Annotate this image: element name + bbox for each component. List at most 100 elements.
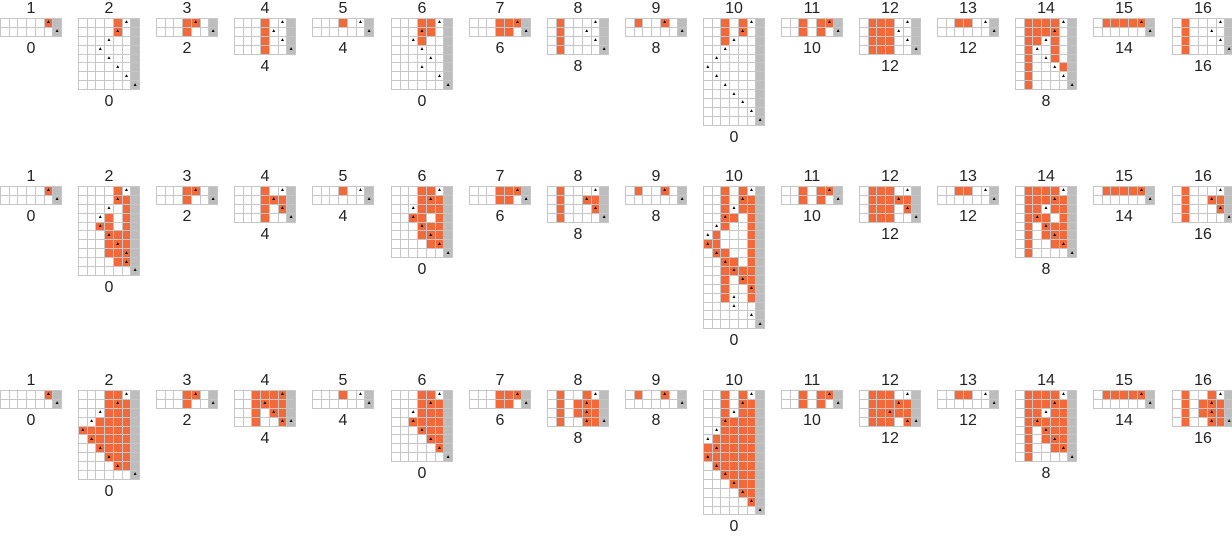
tape-cell: ▲ xyxy=(730,267,738,275)
head-marker-icon: ▲ xyxy=(419,223,425,229)
tape-cell xyxy=(1207,36,1216,45)
tape-cell xyxy=(972,399,981,408)
tape-cell: ▲ xyxy=(435,240,444,249)
tape-cell xyxy=(1207,391,1216,399)
tape-cell: ▲ xyxy=(522,195,530,204)
tape-cell xyxy=(747,426,756,435)
tape-cell xyxy=(903,399,912,408)
tape-cell xyxy=(660,195,669,204)
tape-cell xyxy=(747,222,756,231)
tape-cell: ▲ xyxy=(600,45,608,54)
tape-cell: ▲ xyxy=(1225,417,1232,426)
tape-cell xyxy=(113,267,122,275)
tape-cell xyxy=(816,399,825,408)
tape-cell: ▲ xyxy=(435,72,444,81)
tape-cell xyxy=(600,187,608,195)
tape-cell xyxy=(860,187,868,195)
tape-cell: ▲ xyxy=(209,27,217,36)
tape-cell xyxy=(1146,187,1154,195)
evolution-panel: 14▲▲▲▲▲▲▲▲8 xyxy=(1015,0,1077,111)
tape-cell xyxy=(643,19,652,27)
head-marker-icon: ▲ xyxy=(1052,28,1058,35)
tape-cell xyxy=(738,302,747,311)
panel-top-label: 1 xyxy=(26,168,36,185)
tape-cell xyxy=(478,19,487,27)
evolution-panel: 15▲▲14 xyxy=(1093,0,1155,58)
tape-cell xyxy=(1216,399,1225,408)
tape-cell xyxy=(600,399,608,408)
panel-top-label: 8 xyxy=(573,168,583,185)
tape-grid: ▲▲▲▲▲▲▲▲ xyxy=(391,390,453,463)
tape-cell xyxy=(1068,204,1076,213)
tape-cell xyxy=(721,479,730,488)
tape-cell xyxy=(886,45,894,54)
tape-grid: ▲▲▲▲ xyxy=(234,18,296,55)
tape-cell xyxy=(165,399,174,408)
head-marker-icon: ▲ xyxy=(913,214,919,221)
tape-cell xyxy=(981,27,990,36)
panel-bottom-label: 0 xyxy=(729,332,739,350)
tape-cell xyxy=(96,72,105,81)
tape-cell xyxy=(1225,204,1232,213)
panel-bottom-label: 10 xyxy=(803,411,821,429)
head-marker-icon: ▲ xyxy=(991,196,997,203)
tape-cell xyxy=(1199,213,1207,222)
tape-cell: ▲ xyxy=(87,435,96,444)
tape-cell xyxy=(912,204,920,213)
panel-bottom-label: 6 xyxy=(495,39,505,57)
evolution-panel: 14▲▲▲▲▲▲▲▲8 xyxy=(1015,168,1077,279)
tape-cell xyxy=(113,81,122,90)
tape-cell xyxy=(235,195,243,204)
tape-cell: ▲ xyxy=(1059,444,1068,453)
tape-cell xyxy=(747,479,756,488)
tape-cell xyxy=(96,471,105,479)
tape-grid: ▲▲▲▲▲▲▲▲ xyxy=(1015,18,1077,91)
tape-cell xyxy=(444,240,452,249)
tape-cell xyxy=(816,187,825,195)
tape-cell xyxy=(1024,222,1033,231)
tape-cell xyxy=(1207,204,1216,213)
panel-top-label: 7 xyxy=(495,372,505,389)
tape-cell xyxy=(1181,417,1190,426)
tape-cell xyxy=(756,302,764,311)
tape-cell xyxy=(1059,426,1068,435)
tape-cell xyxy=(712,204,721,213)
tape-cell: ▲ xyxy=(600,213,608,222)
tape-cell xyxy=(1050,222,1059,231)
tape-cell xyxy=(96,36,105,45)
panel-bottom-label: 12 xyxy=(959,411,977,429)
tape-cell: ▲ xyxy=(660,187,669,195)
tape-cell xyxy=(1016,249,1024,258)
panel-bottom-label: 0 xyxy=(729,128,739,146)
tape-cell: ▲ xyxy=(721,81,730,90)
tape-cell xyxy=(1024,195,1033,204)
tape-grid: ▲▲ xyxy=(781,390,843,409)
tape-cell xyxy=(87,36,96,45)
tape-cell xyxy=(712,497,721,506)
tape-cell xyxy=(730,258,738,267)
evolution-panel: 3▲▲2 xyxy=(156,168,218,226)
tape-cell xyxy=(191,399,200,408)
tape-cell xyxy=(756,240,764,249)
tape-cell xyxy=(1016,72,1024,81)
tape-cell: ▲ xyxy=(261,399,269,408)
tape-cell xyxy=(574,204,582,213)
tape-cell xyxy=(444,195,452,204)
tape-cell xyxy=(165,19,174,27)
evolution-panel: 4▲▲▲▲4 xyxy=(234,168,296,244)
head-marker-icon: ▲ xyxy=(679,28,685,35)
tape-cell xyxy=(1033,54,1042,63)
tape-cell xyxy=(409,222,418,231)
tape-cell xyxy=(1181,204,1190,213)
panel-top-label: 10 xyxy=(725,372,743,389)
tape-cell xyxy=(747,267,756,275)
tape-cell xyxy=(1016,36,1024,45)
tape-cell xyxy=(1199,36,1207,45)
tape-cell: ▲ xyxy=(426,195,435,204)
tape-cell xyxy=(470,195,478,204)
head-marker-icon: ▲ xyxy=(705,63,711,70)
tape-cell xyxy=(426,63,435,72)
tape-cell: ▲ xyxy=(1137,19,1146,27)
tape-cell xyxy=(1024,19,1033,27)
tape-cell xyxy=(1024,453,1033,462)
